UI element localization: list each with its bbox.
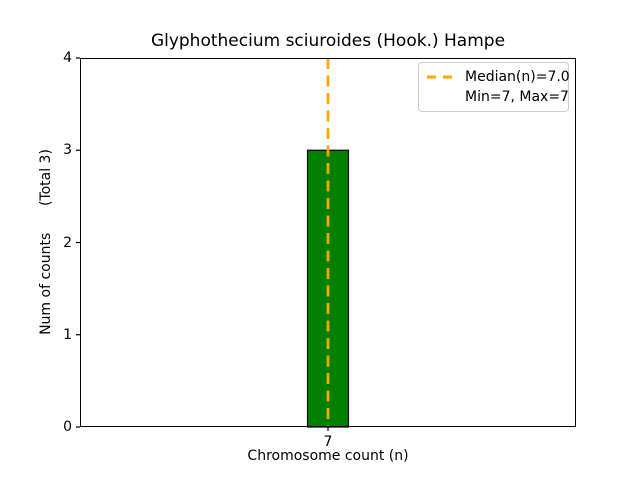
legend-label-minmax: Min=7, Max=7 xyxy=(465,89,569,105)
chart-title: Glyphothecium sciuroides (Hook.) Hampe xyxy=(150,31,506,51)
plot-area: Median(n)=7.0 Min=7, Max=7 xyxy=(76,57,576,431)
y-tick-label: 1 xyxy=(63,326,72,343)
y-tick-label: 2 xyxy=(63,234,72,251)
plot-border xyxy=(80,58,576,427)
x-axis-label: Chromosome count (n) xyxy=(247,448,409,464)
y-tick-label: 0 xyxy=(63,419,72,435)
legend-label-median: Median(n)=7.0 xyxy=(465,69,570,85)
x-tick-label: 7 xyxy=(323,434,333,450)
y-tick-label: 3 xyxy=(63,142,72,159)
median-dashed-line-sample xyxy=(427,74,457,80)
plot-canvas xyxy=(76,57,576,431)
legend-sample-spacer xyxy=(427,94,457,100)
legend-item-minmax: Min=7, Max=7 xyxy=(427,87,569,107)
legend: Median(n)=7.0 Min=7, Max=7 xyxy=(418,62,570,112)
y-tick-label: 4 xyxy=(63,50,72,66)
legend-item-median: Median(n)=7.0 xyxy=(427,67,570,87)
